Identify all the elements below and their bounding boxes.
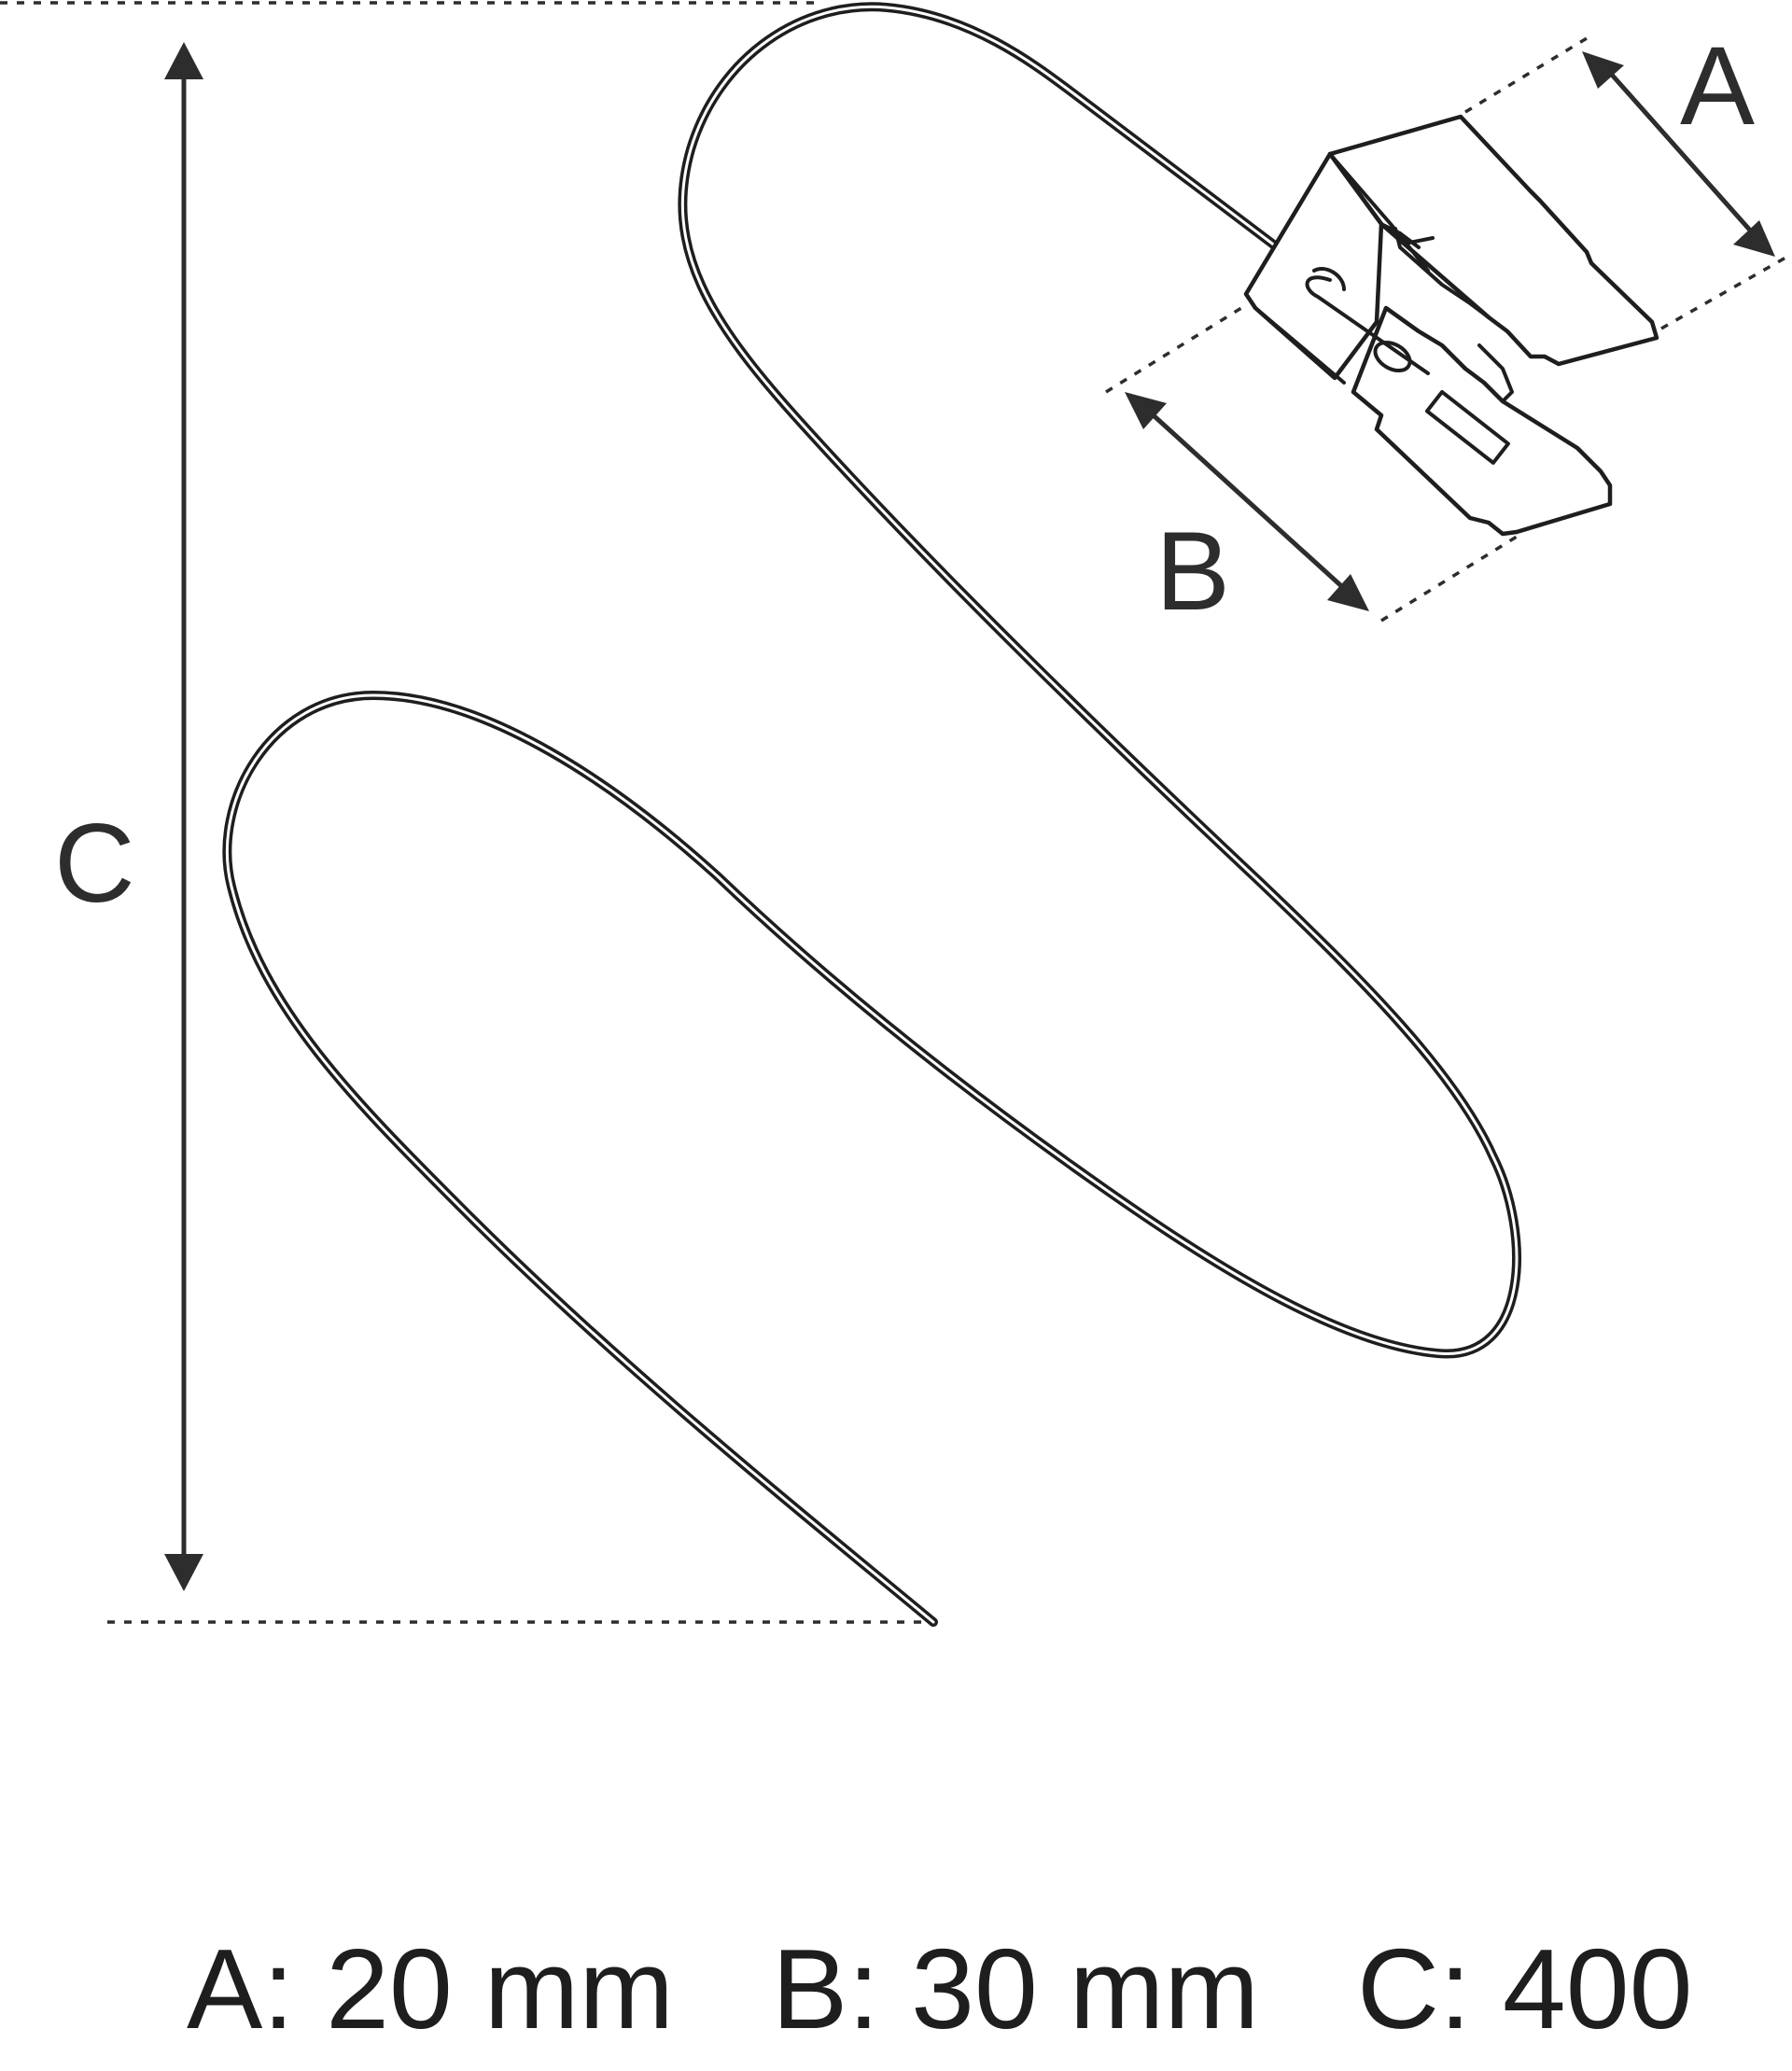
a-extension-line-lower [1660,255,1788,330]
dimension-b-arrow [1125,392,1369,611]
dimension-c-arrow [164,42,203,1591]
legend-b: B: 30 mm [772,1925,1260,2052]
coiled-wire [222,2,1521,1627]
legend-a: A: 20 mm [187,1925,675,2052]
dimension-label-c: C [54,801,135,926]
dimensions-legend: A: 20 mm B: 30 mm C: 400 [187,1932,1755,2046]
wire-clip [1243,114,1659,537]
dimension-label-b: B [1155,509,1231,634]
dimension-label-a: A [1680,23,1756,148]
b-extension-line-lower [1380,535,1518,623]
a-extension-line-upper [1464,34,1592,114]
legend-c: C: 400 [1357,1925,1693,2052]
dimension-a-arrow [1582,51,1775,257]
b-extension-line-upper [1105,306,1242,394]
